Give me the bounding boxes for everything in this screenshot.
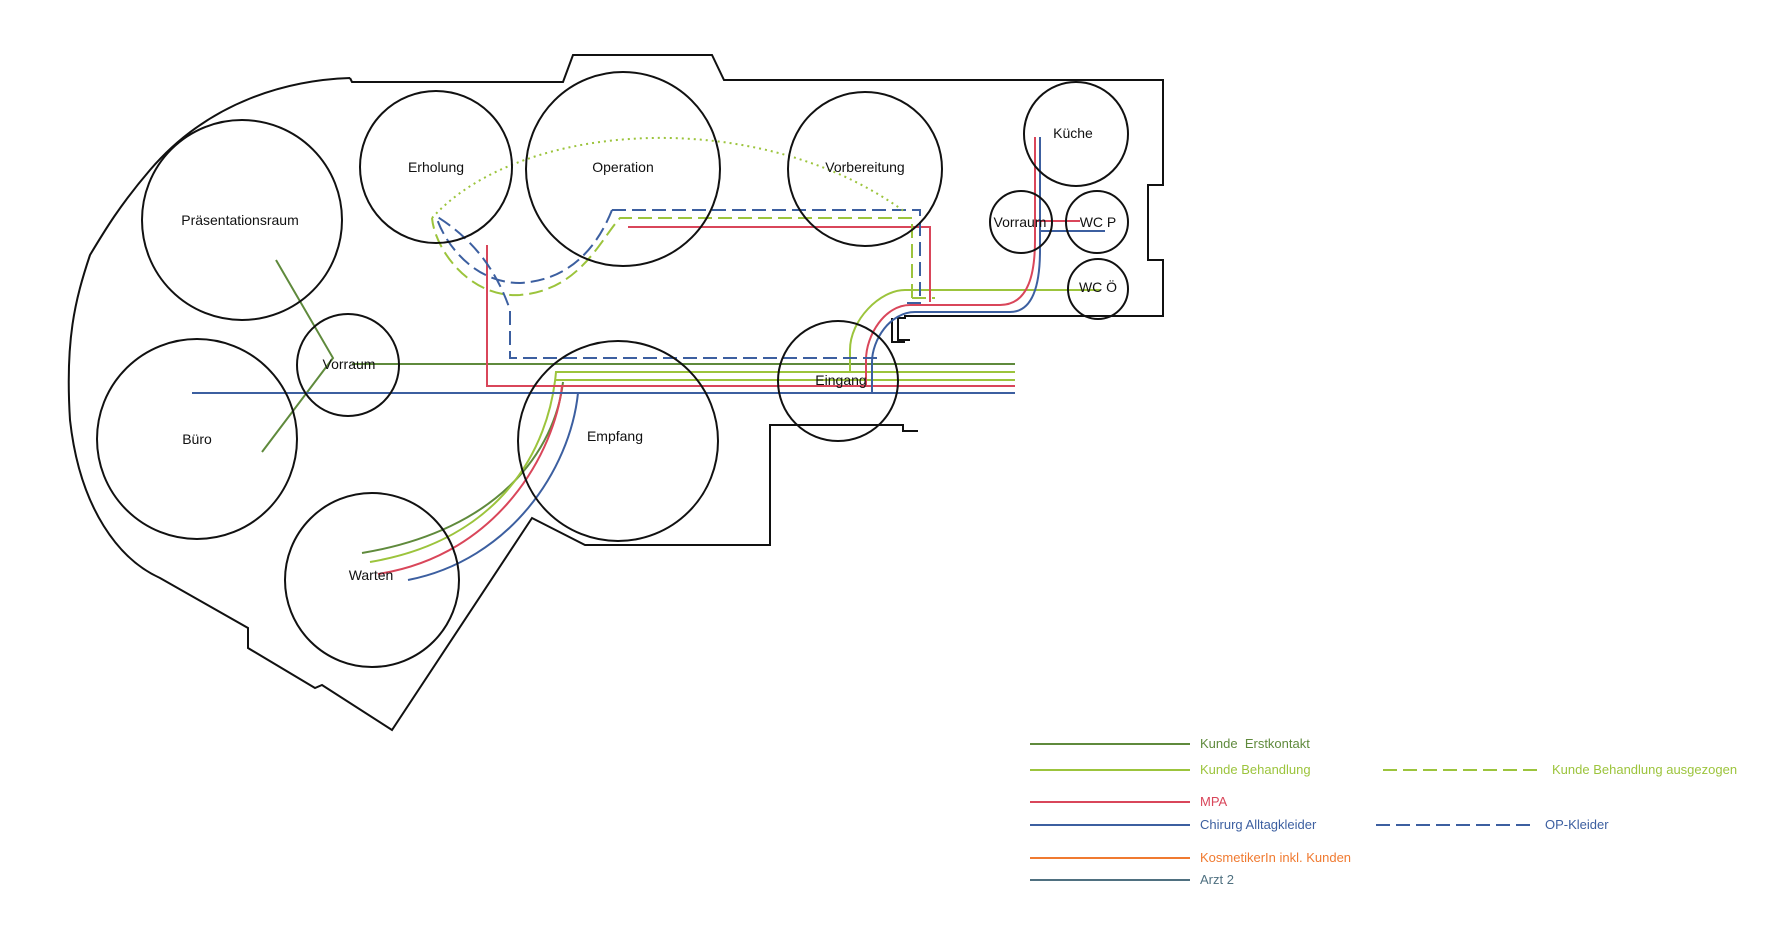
legend-label-chirurg: Chirurg Alltagkleider — [1200, 817, 1317, 832]
route-kunde-erstkontakt — [261, 259, 1015, 554]
legend-label-kunde-erstkontakt: Kunde Erstkontakt — [1200, 736, 1310, 751]
room-warten — [284, 492, 460, 668]
route-kunde-behandlung-ausgezogen — [431, 217, 935, 299]
legend-label-op-kleider: OP-Kleider — [1545, 817, 1609, 832]
room-eingang — [777, 320, 899, 442]
room-erholung — [359, 90, 513, 244]
label-operation: Operation — [592, 159, 653, 175]
routes — [192, 137, 1105, 581]
label-praesentationsraum: Präsentationsraum — [181, 212, 299, 228]
room-buero — [96, 338, 298, 540]
building-outline — [67, 54, 1164, 732]
label-empfang: Empfang — [587, 428, 643, 444]
room-praesentationsraum — [141, 119, 343, 321]
outer-wall — [67, 54, 1164, 732]
room-operation — [525, 71, 721, 267]
label-vorbereitung: Vorbereitung — [825, 159, 904, 175]
label-kueche: Küche — [1053, 125, 1093, 141]
room-kueche — [1023, 81, 1129, 187]
label-buero: Büro — [182, 431, 212, 447]
rooms — [96, 71, 1129, 668]
legend-label-mpa: MPA — [1200, 794, 1228, 809]
route-op-kleider — [435, 209, 921, 359]
label-vorraum-left: Vorraum — [323, 356, 376, 372]
route-dotted-arc — [431, 137, 906, 219]
label-vorraum-right: Vorraum — [994, 214, 1047, 230]
label-eingang: Eingang — [815, 372, 866, 388]
label-wc-p: WC P — [1080, 214, 1117, 230]
label-warten: Warten — [349, 567, 394, 583]
room-vorbereitung — [787, 91, 943, 247]
legend-label-kunde-behandlung-ausgezogen: Kunde Behandlung ausgezogen — [1552, 762, 1737, 777]
route-chirurg — [192, 137, 1105, 581]
label-wc-oe: WC Ö — [1079, 278, 1117, 295]
room-vorraum-right — [989, 190, 1053, 254]
room-labels: Präsentationsraum Erholung Operation Vor… — [181, 125, 1117, 583]
inner-wall-step — [897, 318, 910, 341]
room-wc-p — [1065, 190, 1129, 254]
room-empfang — [517, 340, 719, 542]
route-mpa — [377, 137, 1080, 575]
route-kunde-behandlung — [369, 289, 1100, 563]
legend-label-kunde-behandlung: Kunde Behandlung — [1200, 762, 1311, 777]
room-wc-oe — [1067, 258, 1129, 320]
label-erholung: Erholung — [408, 159, 464, 175]
legend: Kunde Erstkontakt Kunde Behandlung Kunde… — [1030, 736, 1737, 887]
room-vorraum-left — [296, 313, 400, 417]
legend-label-kosmetikerin: KosmetikerIn inkl. Kunden — [1200, 850, 1351, 865]
legend-label-arzt2: Arzt 2 — [1200, 872, 1234, 887]
